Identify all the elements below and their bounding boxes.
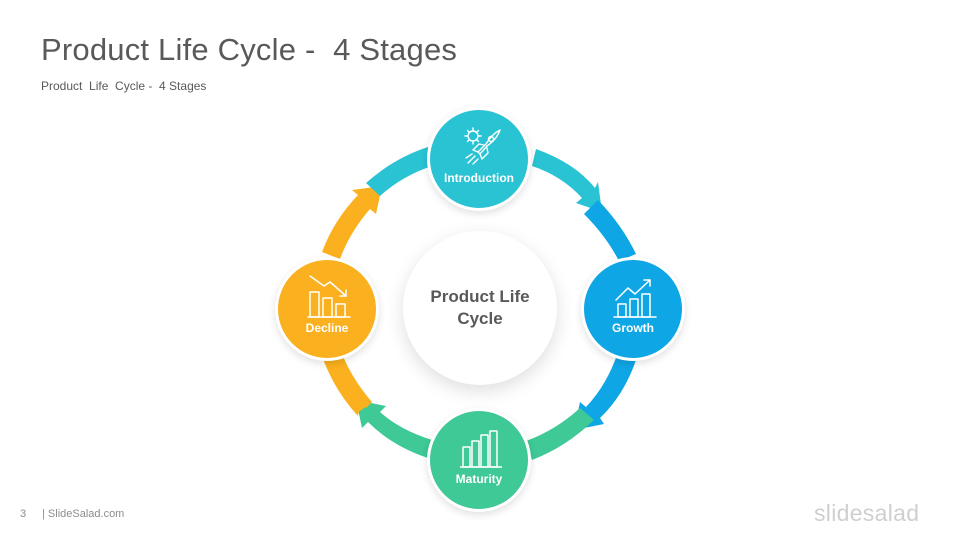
- rocket-icon: [464, 127, 501, 165]
- brand-logo-text: slidesalad: [814, 500, 920, 526]
- center-circle: Product Life Cycle: [403, 231, 557, 385]
- stage-label-decline: Decline: [305, 321, 349, 335]
- cycle-arrow-teal-left: [366, 147, 432, 196]
- growth-chart-icon: [613, 279, 657, 318]
- brand-logo: slidesalad: [814, 500, 919, 527]
- cycle-arrow-blue-lower: [574, 355, 636, 430]
- slide-title: Product Life Cycle - 4 Stages: [41, 32, 458, 67]
- cycle-arrow-teal: [532, 149, 602, 212]
- cycle-arrow-orange-upper: [322, 186, 382, 259]
- stage-maturity: Maturity: [427, 408, 531, 512]
- decline-chart-icon: [307, 275, 351, 318]
- stage-label-introduction: Introduction: [444, 171, 514, 185]
- footer-source: | SlideSalad.com: [42, 508, 125, 520]
- stage-decline: Decline: [275, 257, 379, 361]
- slide-subtitle: Product Life Cycle - 4 Stages: [41, 79, 207, 93]
- center-label: Product Life Cycle: [430, 287, 530, 328]
- page-number: 3: [20, 508, 27, 520]
- cycle-arrow-orange-tip: [350, 388, 372, 414]
- stage-growth: Growth: [581, 257, 685, 361]
- stage-label-growth: Growth: [612, 321, 654, 335]
- cycle-arrow-blue-upper: [584, 200, 636, 261]
- stage-introduction: Introduction: [427, 107, 531, 211]
- cycle-arrow-green-left: [356, 400, 432, 458]
- bar-chart-icon: [460, 430, 502, 468]
- stage-label-maturity: Maturity: [455, 472, 503, 486]
- cycle-arrow-green: [526, 408, 594, 460]
